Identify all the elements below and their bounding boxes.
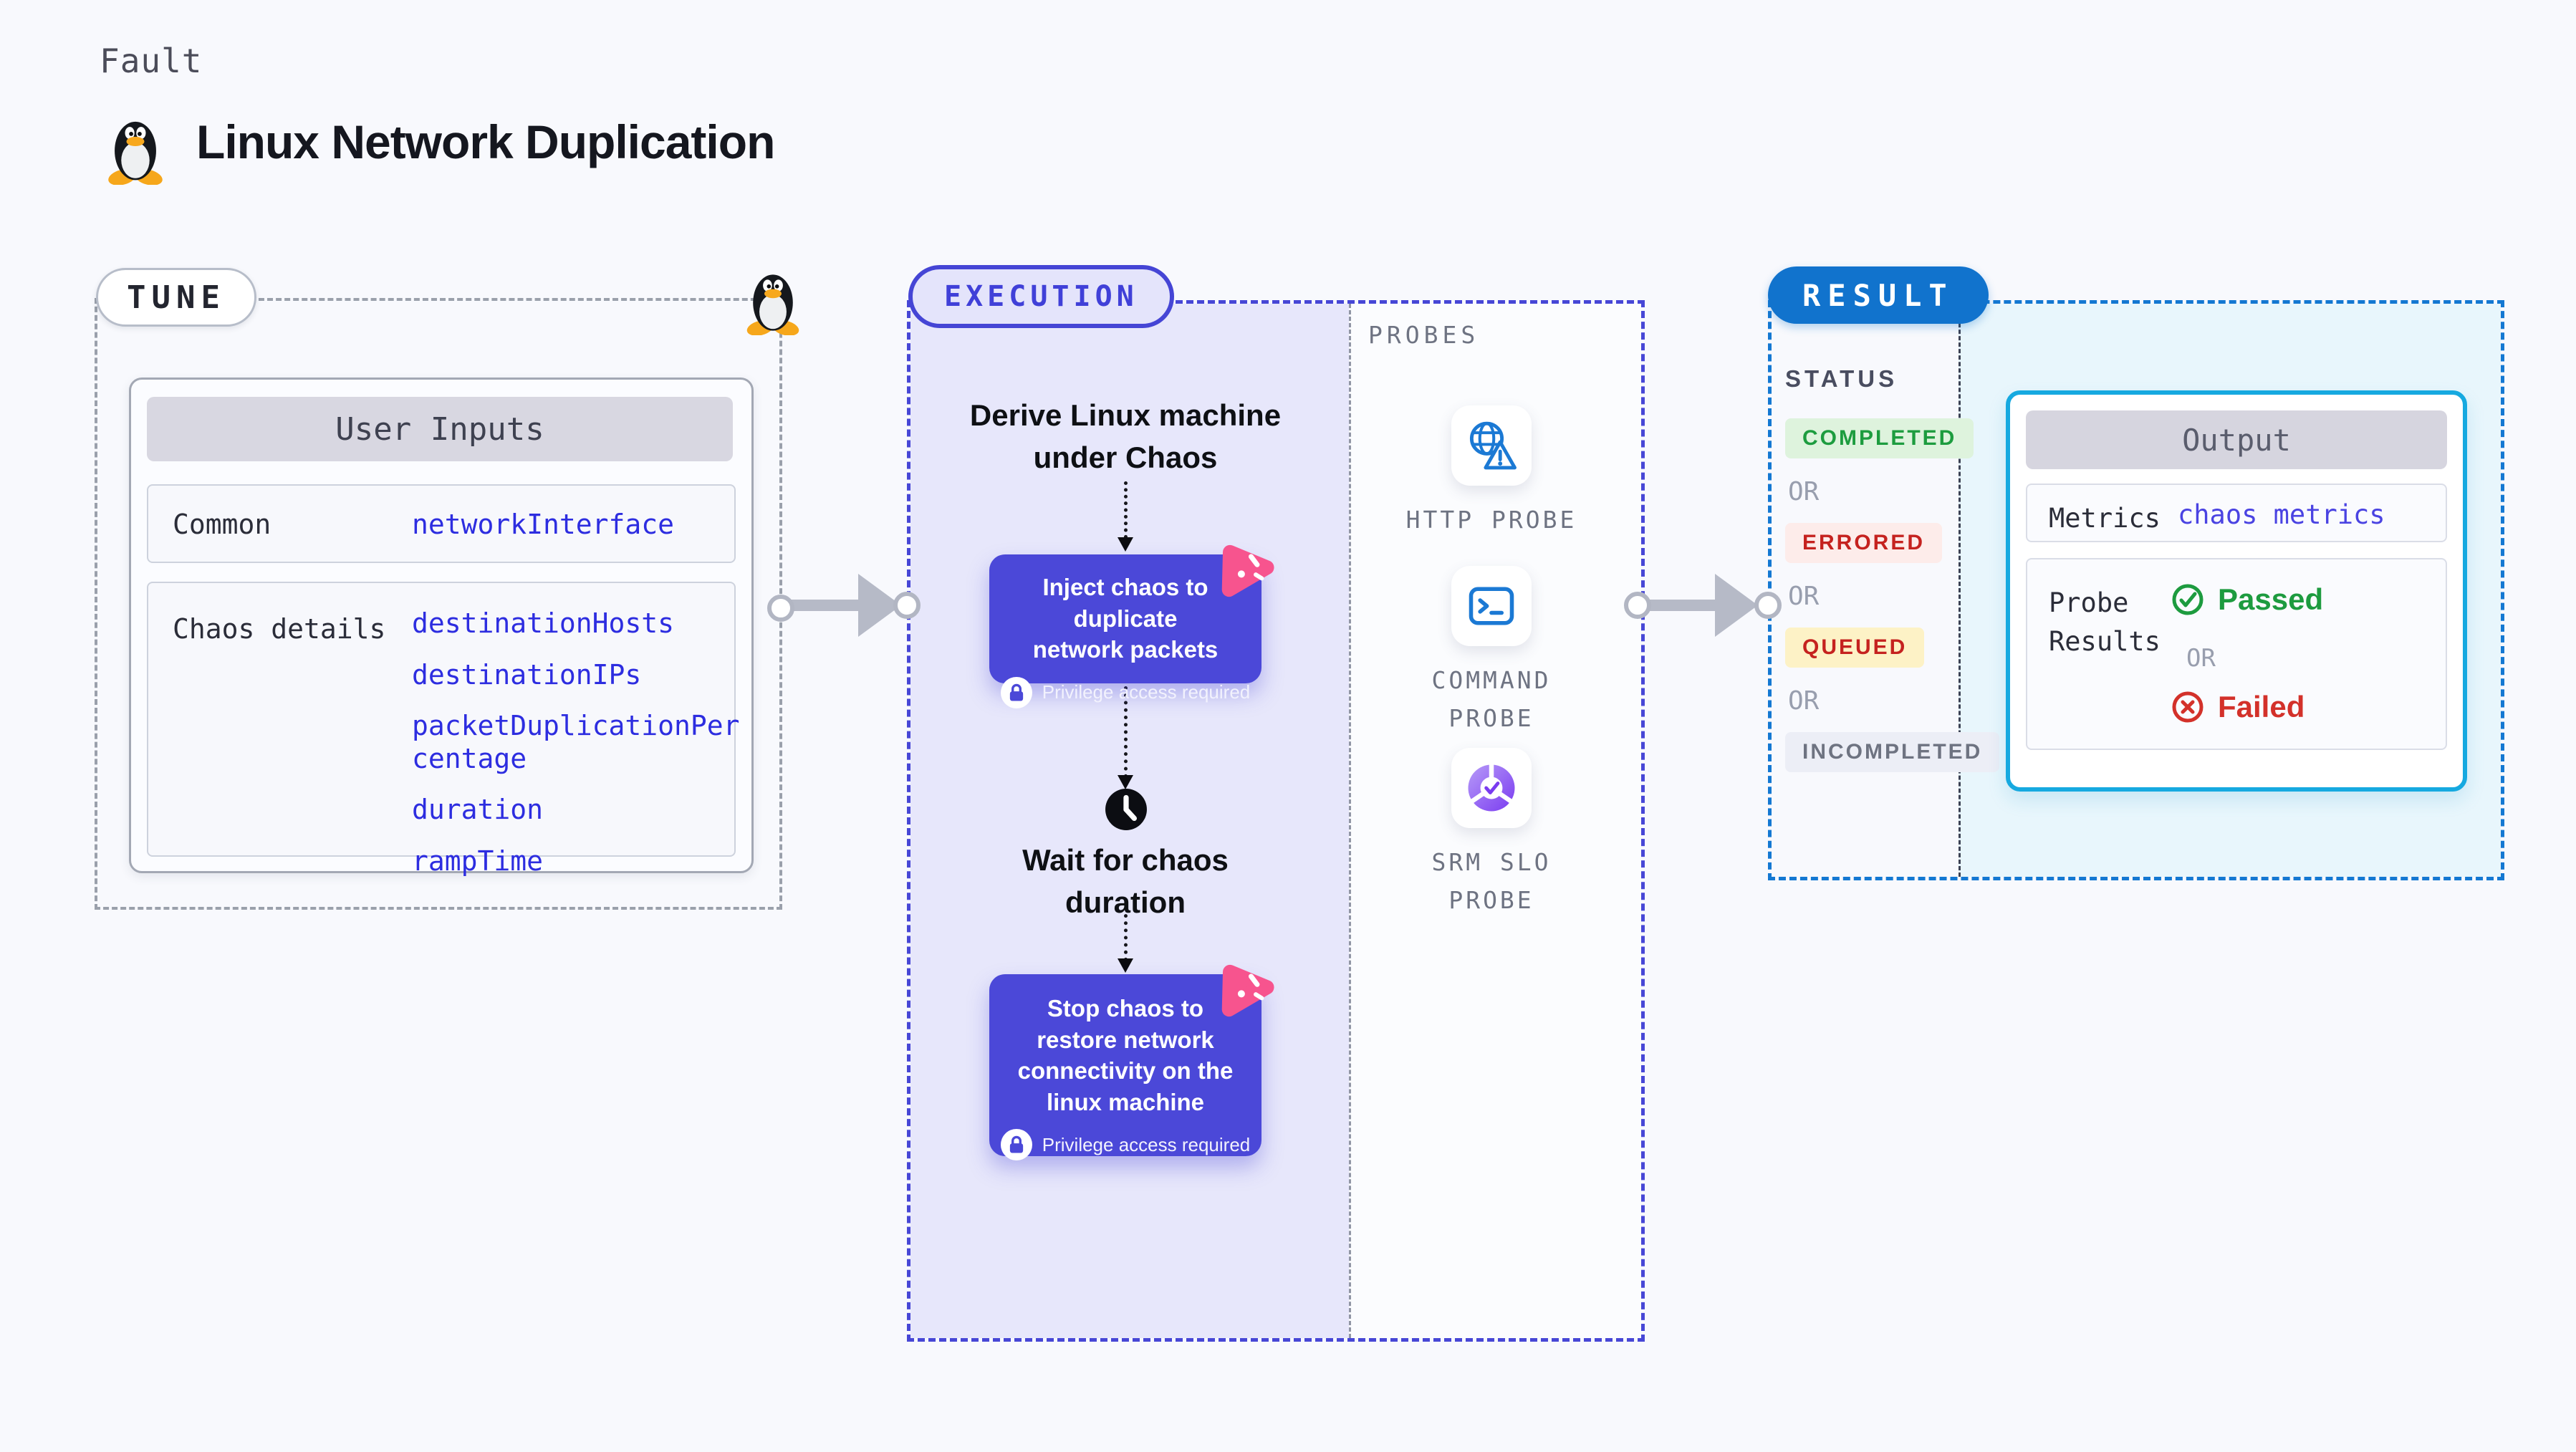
or-label: OR	[1788, 686, 1820, 716]
clock-icon	[1105, 788, 1148, 835]
tux-penguin-icon	[746, 274, 799, 335]
status-badge-incompleted: INCOMPLETED	[1785, 732, 2000, 772]
lock-icon	[1000, 676, 1032, 708]
step-stop-chaos: Stop chaos to restore network connectivi…	[989, 974, 1261, 1161]
down-arrowhead-icon	[1118, 775, 1133, 789]
input-row-chaos-details: Chaos details destinationHosts destinati…	[147, 582, 740, 877]
terminal-icon	[1469, 587, 1514, 625]
connector-node	[1754, 592, 1782, 619]
privilege-note: Privilege access required	[1042, 1133, 1251, 1155]
connector-node	[893, 592, 921, 619]
input-param: duration	[412, 794, 544, 826]
execution-pill: EXECUTION	[908, 265, 1174, 328]
probe-results-row: Probe Results Passed OR Failed	[2026, 558, 2447, 750]
status-badge-errored: ERRORED	[1785, 523, 1943, 563]
output-card: Output Metrics chaos metrics Probe Resul…	[2006, 390, 2467, 792]
input-row-common: Common networkInterface	[147, 484, 736, 563]
metrics-value: chaos metrics	[2178, 499, 2385, 530]
page-title: Linux Network Duplication	[196, 115, 775, 168]
lock-icon	[1000, 1129, 1032, 1161]
input-param: destinationHosts	[412, 607, 675, 639]
chaos-logo-icon	[1221, 544, 1274, 597]
probe-result-failed: Failed	[2171, 690, 2305, 724]
or-label: OR	[1788, 582, 1820, 611]
or-label: OR	[2186, 644, 2216, 673]
input-param: rampTime	[412, 845, 544, 877]
dotted-connector	[1124, 481, 1128, 539]
command-probe-card	[1451, 566, 1532, 646]
flow-arrowhead	[1715, 574, 1758, 637]
privilege-note: Privilege access required	[1042, 681, 1251, 703]
probe-name-srm-slo: SRM SLO PROBE	[1431, 848, 1552, 914]
fault-eyebrow: Fault	[100, 42, 203, 80]
probe-name-http: HTTP PROBE	[1405, 506, 1577, 534]
user-inputs-card: User Inputs Common networkInterface Chao…	[129, 378, 754, 877]
result-divider	[1959, 304, 1961, 877]
globe-alert-icon	[1469, 421, 1517, 470]
tune-pill: TUNE	[96, 268, 256, 327]
dotted-connector	[1124, 907, 1128, 961]
step-wait-duration: Wait for chaos duration	[1022, 843, 1229, 919]
tux-penguin-icon	[108, 121, 163, 185]
input-param: networkInterface	[412, 509, 675, 540]
step-inject-text: Inject chaos to duplicate network packet…	[1032, 574, 1219, 663]
status-badge-completed: COMPLETED	[1785, 418, 1974, 458]
status-badge-queued: QUEUED	[1785, 628, 1925, 668]
input-param: packetDuplicationPercentage	[412, 710, 740, 774]
slo-donut-icon	[1468, 762, 1515, 812]
step-derive-machine: Derive Linux machine under Chaos	[969, 398, 1282, 474]
probe-result-passed: Passed	[2171, 582, 2323, 617]
probes-divider	[1349, 304, 1351, 1338]
probe-name-command: COMMAND PROBE	[1431, 666, 1552, 732]
check-circle-icon	[2172, 584, 2203, 615]
output-title: Output	[2026, 410, 2447, 469]
input-row-label: Chaos details	[173, 613, 386, 645]
metrics-label: Metrics	[2049, 503, 2161, 534]
flow-arrow	[784, 600, 862, 611]
or-label: OR	[1788, 477, 1820, 506]
failed-text: Failed	[2218, 690, 2305, 723]
flow-arrow	[1642, 600, 1719, 611]
user-inputs-title: User Inputs	[147, 397, 733, 461]
probe-results-label: Probe Results	[2049, 587, 2161, 657]
down-arrowhead-icon	[1118, 537, 1133, 552]
down-arrowhead-icon	[1118, 958, 1133, 973]
http-probe-card	[1451, 405, 1532, 486]
status-label: STATUS	[1785, 365, 1898, 392]
dotted-connector	[1124, 686, 1128, 778]
step-stop-text: Stop chaos to restore network connectivi…	[1017, 995, 1234, 1115]
input-row-label: Common	[173, 509, 271, 540]
step-inject-chaos: Inject chaos to duplicate network packet…	[989, 554, 1261, 708]
probes-label: PROBES	[1368, 321, 1480, 349]
input-param: destinationIPs	[412, 658, 642, 691]
result-pill: RESULT	[1768, 266, 1989, 324]
srm-slo-probe-card	[1451, 748, 1532, 828]
connector-node	[767, 595, 794, 622]
x-circle-icon	[2172, 691, 2203, 723]
passed-text: Passed	[2218, 582, 2324, 616]
chaos-logo-icon	[1221, 964, 1274, 1017]
connector-node	[1624, 592, 1651, 619]
metrics-row: Metrics chaos metrics	[2026, 484, 2447, 542]
